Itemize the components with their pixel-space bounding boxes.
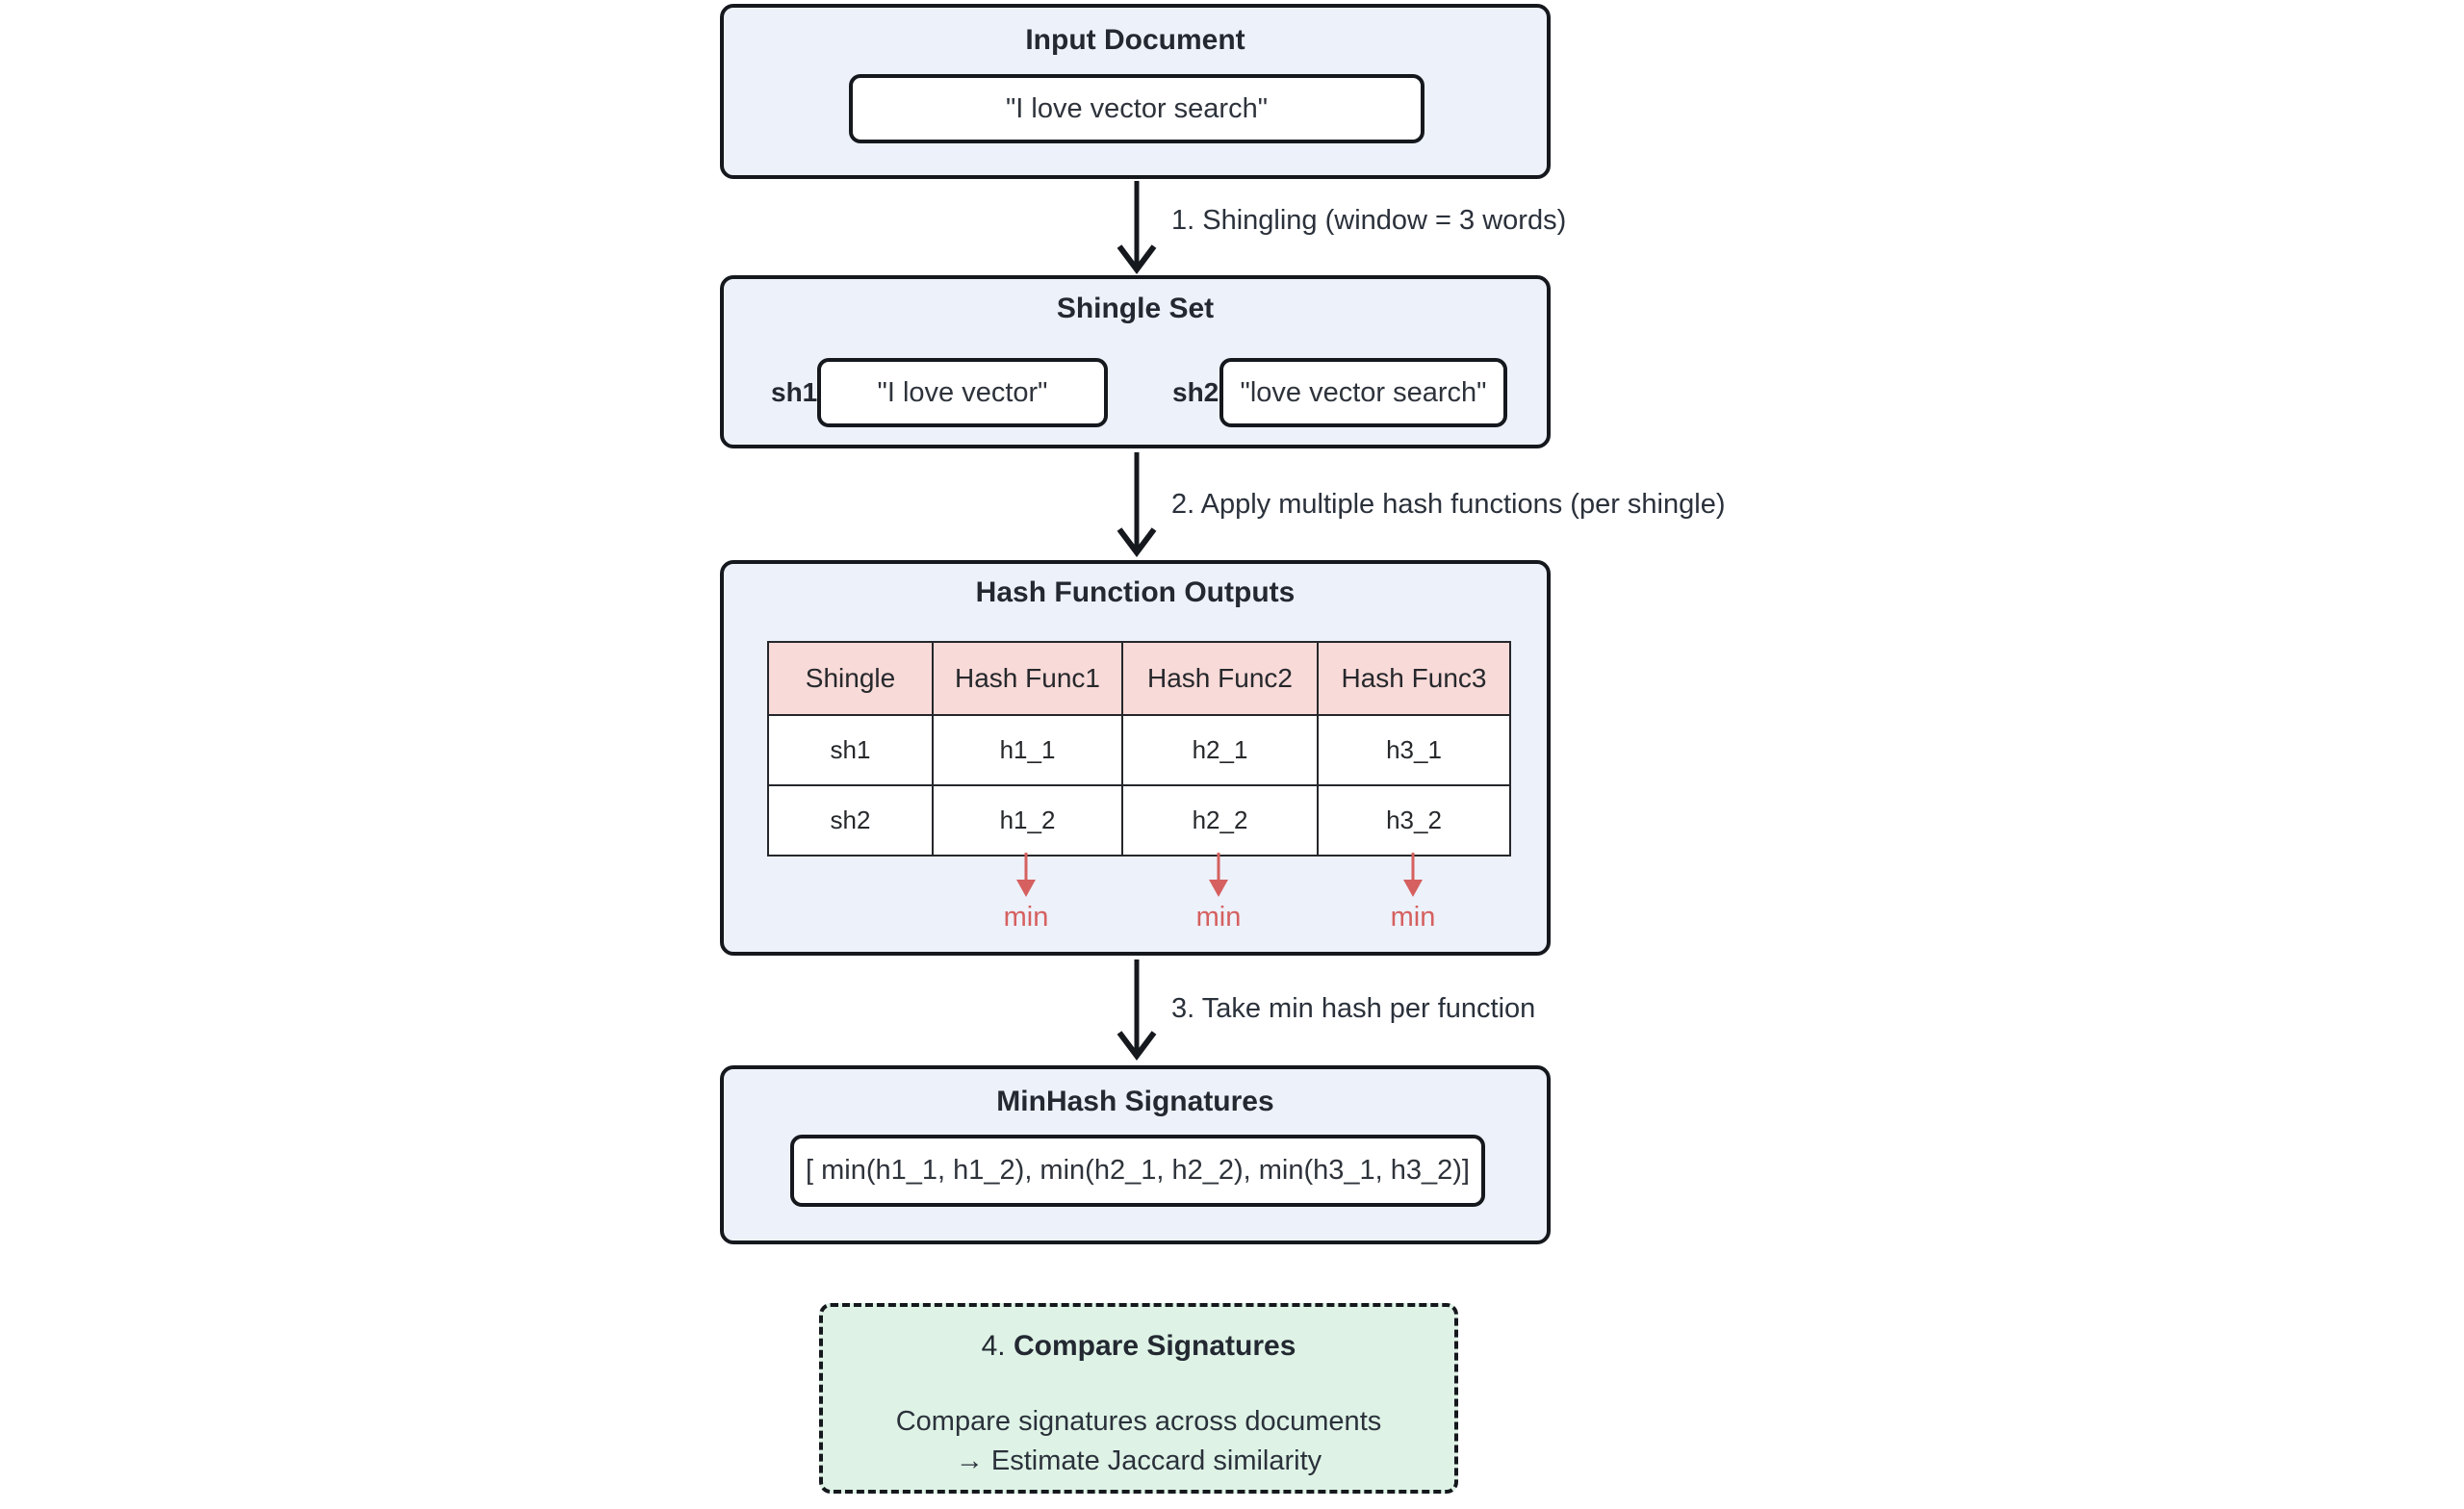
hash-table: Shingle Hash Func1 Hash Func2 Hash Func3… xyxy=(767,641,1511,857)
cell-h3_2: h3_2 xyxy=(1317,784,1511,857)
cell-h2_2: h2_2 xyxy=(1121,784,1319,857)
min-arrow-down-icon xyxy=(1209,853,1228,897)
hash-table-header-row: Shingle Hash Func1 Hash Func2 Hash Func3 xyxy=(767,641,1511,716)
step3-label: 3. Take min hash per function xyxy=(1171,993,1536,1024)
cell-h3_1: h3_1 xyxy=(1317,714,1511,786)
step1-label: 1. Shingling (window = 3 words) xyxy=(1171,205,1567,236)
compare-title-text: Compare Signatures xyxy=(1013,1330,1296,1362)
input-document-value: "I love vector search" xyxy=(849,74,1424,143)
cell-h2_1: h2_1 xyxy=(1121,714,1319,786)
shingle2-value: "love vector search" xyxy=(1219,358,1507,427)
table-row: sh1 h1_1 h2_1 h3_1 xyxy=(767,714,1511,786)
cell-h1_2: h1_2 xyxy=(932,784,1123,857)
arrow-down-icon xyxy=(1116,452,1157,557)
minhash-signatures-title: MinHash Signatures xyxy=(996,1086,1274,1117)
shingle-set-panel: Shingle Set sh1 "I love vector" sh2 "lov… xyxy=(720,275,1551,448)
compare-signatures-title: 4. Compare Signatures xyxy=(823,1330,1454,1363)
shingle1-value: "I love vector" xyxy=(817,358,1108,427)
minhash-signatures-value: [ min(h1_1, h1_2), min(h2_1, h2_2), min(… xyxy=(790,1135,1485,1207)
hash-outputs-title: Hash Function Outputs xyxy=(975,576,1296,608)
cell-sh2: sh2 xyxy=(767,784,934,857)
min-label: min xyxy=(1003,902,1049,933)
min-arrow-down-icon xyxy=(1403,853,1423,897)
compare-signatures-panel: 4. Compare Signatures Compare signatures… xyxy=(819,1303,1458,1494)
min-label: min xyxy=(1195,902,1242,933)
min-arrow-down-icon xyxy=(1016,853,1036,897)
col-header-hashfunc3: Hash Func3 xyxy=(1317,641,1511,716)
min-label: min xyxy=(1390,902,1436,933)
compare-step-number: 4. xyxy=(981,1330,1006,1362)
arrow-down-icon xyxy=(1116,959,1157,1061)
shingle-set-title: Shingle Set xyxy=(1056,293,1215,324)
col-header-hashfunc1: Hash Func1 xyxy=(932,641,1123,716)
col-header-hashfunc2: Hash Func2 xyxy=(1121,641,1319,716)
compare-description-line1: Compare signatures across documents xyxy=(895,1406,1382,1437)
input-document-title: Input Document xyxy=(1025,24,1245,56)
cell-h1_1: h1_1 xyxy=(932,714,1123,786)
step2-label: 2. Apply multiple hash functions (per sh… xyxy=(1171,489,1726,520)
arrow-down-icon xyxy=(1116,181,1157,274)
table-row: sh2 h1_2 h2_2 h3_2 xyxy=(767,784,1511,857)
minhash-signatures-panel: MinHash Signatures [ min(h1_1, h1_2), mi… xyxy=(720,1065,1551,1244)
shingle2-label: sh2 xyxy=(1172,377,1219,407)
shingle1-label: sh1 xyxy=(771,377,818,407)
input-document-panel: Input Document "I love vector search" xyxy=(720,4,1551,179)
cell-sh1: sh1 xyxy=(767,714,934,786)
compare-description-line2: → Estimate Jaccard similarity xyxy=(955,1445,1322,1476)
col-header-shingle: Shingle xyxy=(767,641,934,716)
